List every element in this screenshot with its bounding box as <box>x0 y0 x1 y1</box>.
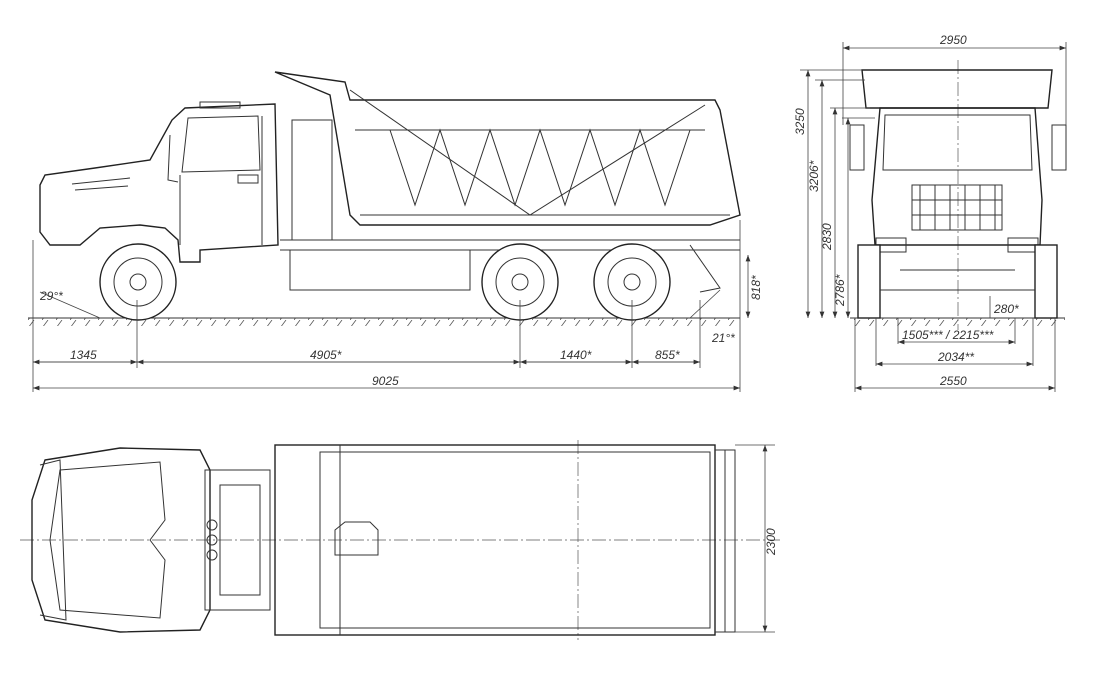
hydraulic-unit <box>291 119 333 241</box>
track-label: 2034** <box>937 350 974 364</box>
grille <box>911 184 1003 231</box>
departure-angle-label: 21°* <box>711 331 735 345</box>
body-width-label: 2300 <box>764 528 778 556</box>
overall-width-mirrors-label: 2950 <box>939 33 967 47</box>
height-max-label: 3250 <box>793 108 807 135</box>
track-variants-label: 1505*** / 2215*** <box>902 328 994 342</box>
overall-width-label: 2550 <box>939 374 967 388</box>
ground-hatch-front <box>850 318 1065 326</box>
height-cab-alt-label: 2786* <box>833 274 847 307</box>
rear-bumper <box>689 244 721 293</box>
cab-side <box>39 101 279 263</box>
mirror-right <box>1051 124 1067 171</box>
height-max-alt-label: 3206* <box>807 160 821 192</box>
cab-front <box>871 107 1043 246</box>
cab-top <box>31 447 271 633</box>
ground-clearance-label: 280* <box>993 302 1019 316</box>
side-view: 29°* 21°* 818* 1345 4905* 1440* 855* 902… <box>28 71 763 392</box>
platform-height-label: 818* <box>749 275 763 300</box>
ground-hatch <box>28 318 740 326</box>
top-view: 2300 <box>20 440 780 640</box>
front-wheel <box>99 243 177 321</box>
rear-overhang-label: 855* <box>655 348 680 362</box>
front-tire-left <box>857 244 881 319</box>
bogie-base-label: 1440* <box>560 348 592 362</box>
approach-angle-label: 29°* <box>39 289 63 303</box>
height-cab-label: 2830 <box>820 223 834 251</box>
overall-length-label: 9025 <box>372 374 399 388</box>
dump-body <box>274 71 741 226</box>
front-overhang-label: 1345 <box>70 348 97 362</box>
dump-body-top <box>274 444 736 636</box>
front-tire-right <box>1034 244 1058 319</box>
body-front <box>861 69 1053 109</box>
mirror-left <box>849 124 865 171</box>
wheelbase-label: 4905* <box>310 348 342 362</box>
front-view: 3250 3206* 2830 2786* 2950 280* 1505*** … <box>793 33 1067 392</box>
